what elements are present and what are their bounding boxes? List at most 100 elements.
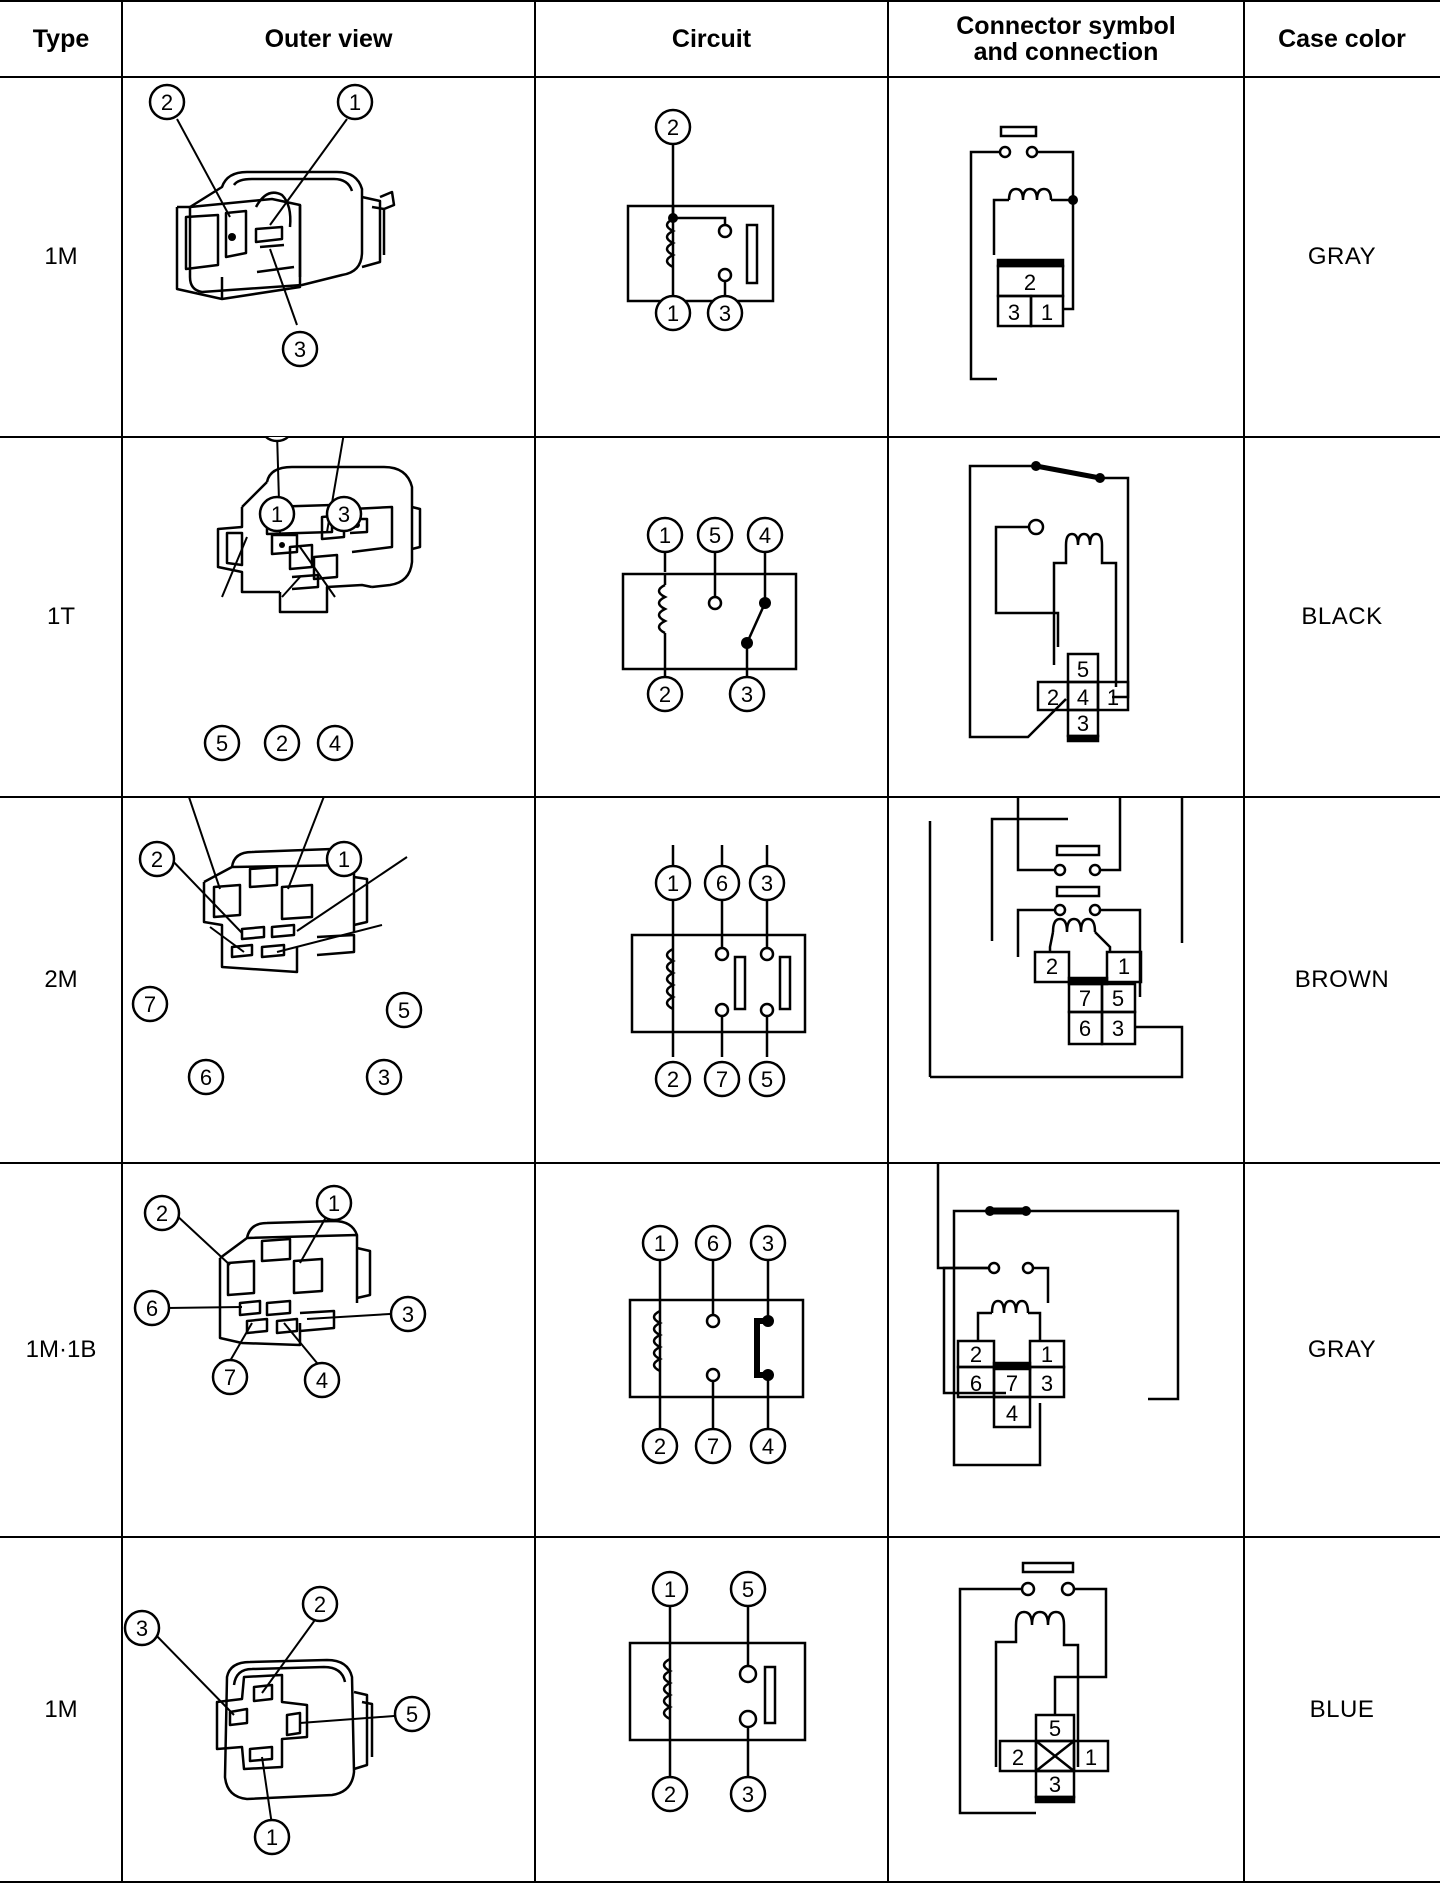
outer-view-callout-layer: 1 3 5 2 4 2 1 7 5 6 3 2 1 6 3 7 4 <box>123 495 431 1856</box>
pin-callout <box>301 1585 339 1623</box>
pin-number: 3 <box>741 682 753 707</box>
pin-number: 7 <box>707 1434 719 1459</box>
pin-callout <box>641 1224 679 1262</box>
connector-cell: 1 <box>1107 685 1119 710</box>
pin-callout <box>729 1570 767 1608</box>
connector-cell: 7 <box>1079 986 1091 1011</box>
pin-callout <box>694 1224 732 1262</box>
pin-number: 1 <box>667 871 679 896</box>
connector-cell: 5 <box>1049 1716 1061 1741</box>
connector-cell: 4 <box>1077 685 1089 710</box>
pin-number: 5 <box>742 1577 754 1602</box>
pin-callout <box>263 724 301 762</box>
pin-number: 2 <box>654 1434 666 1459</box>
pin-callout <box>641 1427 679 1465</box>
connector-cell: 2 <box>1012 1745 1024 1770</box>
pin-callout <box>748 864 786 902</box>
pin-callout <box>389 1295 427 1333</box>
pin-number: 1 <box>328 1191 340 1216</box>
pin-number: 3 <box>719 301 731 326</box>
connector-symbol: 5 2 4 1 3 <box>968 461 1130 743</box>
connector-cell: 3 <box>1077 711 1089 736</box>
connector-cell: 1 <box>1041 300 1053 325</box>
relay-outer-view-drawing <box>216 437 422 614</box>
pin-number: 6 <box>707 1231 719 1256</box>
pin-callout <box>258 495 296 533</box>
connector-symbol: 2 1 7 5 6 3 <box>928 797 1184 1079</box>
pin-callout <box>703 864 741 902</box>
type-label: 1M <box>44 243 78 270</box>
pin-callout <box>651 1775 689 1813</box>
pin-callout <box>746 516 784 554</box>
pin-callout <box>729 1775 767 1813</box>
header-connector: Connector symbol and connection <box>956 12 1176 66</box>
pin-number: 2 <box>659 682 671 707</box>
pin-callout <box>131 985 169 1023</box>
pin-number: 5 <box>761 1067 773 1092</box>
pin-number: 7 <box>716 1067 728 1092</box>
pin-callout <box>336 83 374 121</box>
connector-cell: 2 <box>970 1342 982 1367</box>
relay-outer-view-drawing: 2 1 3 <box>148 83 396 368</box>
pin-callout <box>281 330 319 368</box>
pin-number: 2 <box>156 1201 168 1226</box>
pin-callout <box>385 991 423 1029</box>
pin-callout <box>651 1570 689 1608</box>
pin-number: 6 <box>716 871 728 896</box>
pin-number: 3 <box>761 871 773 896</box>
pin-number: 5 <box>709 523 721 548</box>
pin-callout <box>253 1818 291 1856</box>
connector-cell: 3 <box>1041 1371 1053 1396</box>
pin-callout <box>654 864 692 902</box>
pin-callout <box>316 724 354 762</box>
connector-cell: 4 <box>1006 1401 1018 1426</box>
relay-outer-view-drawing <box>166 1202 408 1364</box>
pin-number: 4 <box>762 1434 774 1459</box>
pin-callout <box>148 83 186 121</box>
pin-number: 2 <box>667 1067 679 1092</box>
pin-number: 3 <box>294 337 306 362</box>
connector-cell: 2 <box>1024 270 1036 295</box>
pin-number: 6 <box>200 1065 212 1090</box>
pin-number: 1 <box>338 847 350 872</box>
case-color-label: BLACK <box>1301 603 1383 630</box>
pin-callout <box>203 724 241 762</box>
pin-callout <box>654 1060 692 1098</box>
pin-number: 3 <box>378 1065 390 1090</box>
pin-callout <box>694 1427 732 1465</box>
pin-callout <box>749 1224 787 1262</box>
pin-number: 1 <box>659 523 671 548</box>
pin-callout <box>728 675 766 713</box>
relay-outer-view-drawing <box>149 1612 408 1826</box>
connector-cell: 1 <box>1085 1745 1097 1770</box>
relay-circuit-diagram: 1 6 3 2 7 5 <box>630 845 807 1098</box>
pin-number: 5 <box>406 1702 418 1727</box>
case-color-label: BROWN <box>1294 966 1390 993</box>
pin-number: 1 <box>654 1231 666 1256</box>
connector-cell: 6 <box>1079 1016 1091 1041</box>
pin-callout <box>696 516 734 554</box>
connector-cell: 2 <box>1046 954 1058 979</box>
pin-number: 3 <box>338 502 350 527</box>
pin-callout <box>303 1361 341 1399</box>
connector-symbol: 5 2 1 3 <box>958 1561 1110 1815</box>
pin-number: 4 <box>759 523 771 548</box>
pin-number: 2 <box>151 847 163 872</box>
header-case-color: Case color <box>1278 25 1406 53</box>
pin-number: 4 <box>329 731 341 756</box>
pin-number: 5 <box>398 998 410 1023</box>
pin-callout <box>646 675 684 713</box>
pin-number: 3 <box>762 1231 774 1256</box>
pin-number: 1 <box>271 502 283 527</box>
type-label: 1M·1B <box>25 1336 97 1363</box>
pin-number: 7 <box>144 992 156 1017</box>
type-label: 1T <box>46 603 75 630</box>
type-label: 1M <box>44 1695 78 1723</box>
case-color-label: BLUE <box>1309 1695 1375 1723</box>
connector-cell: 2 <box>1047 685 1059 710</box>
pin-callout <box>138 840 176 878</box>
connector-cell: 5 <box>1112 986 1124 1011</box>
pin-number: 2 <box>664 1782 676 1807</box>
pin-number: 6 <box>146 1296 158 1321</box>
